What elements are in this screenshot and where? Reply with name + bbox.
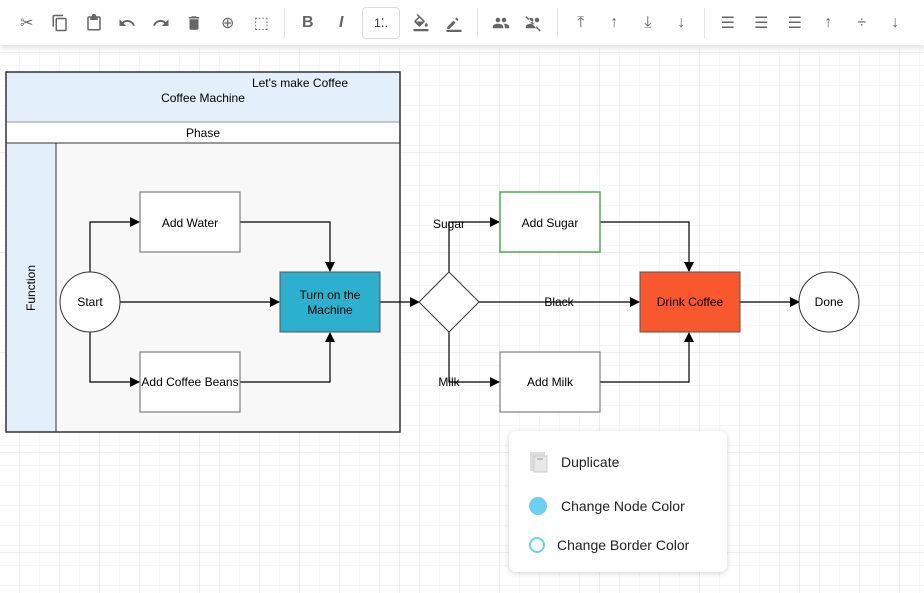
svg-text:Add Coffee Beans: Add Coffee Beans (141, 375, 238, 389)
node-start[interactable]: Start (59, 271, 121, 333)
align-center-icon[interactable]: ☰ (754, 14, 769, 32)
italic-icon[interactable]: I (339, 13, 344, 31)
stroke-color-icon[interactable] (438, 6, 472, 39)
outline-circle-icon (529, 537, 545, 553)
node-done[interactable]: Done (798, 271, 860, 333)
menu-item-change-node-color[interactable]: Change Node Color (529, 497, 685, 515)
lane-label: Function (24, 265, 38, 311)
bold-icon[interactable]: B (301, 13, 314, 31)
align-middle-icon[interactable]: ÷ (857, 13, 867, 31)
fill-color-icon[interactable] (404, 6, 438, 39)
font-size-input[interactable]: 1⁚. (362, 6, 400, 39)
node-add-coffee-beans[interactable]: Add Coffee Beans (139, 351, 241, 413)
send-backward-icon[interactable]: ↓ (677, 13, 686, 31)
node-label-line2: Machine (307, 303, 353, 317)
filled-circle-icon (529, 497, 547, 515)
menu-item-label: Duplicate (561, 454, 620, 470)
diagram-canvas[interactable]: Let's make Coffee Coffee Machine Phase F… (0, 48, 924, 593)
align-bottom-icon[interactable]: ↓ (891, 13, 900, 31)
add-port-icon[interactable]: ⊕ (221, 14, 235, 32)
send-to-back-icon[interactable]: ⤓ (644, 13, 652, 31)
phase-label: Phase (186, 126, 220, 140)
align-right-icon[interactable]: ☰ (787, 14, 802, 32)
ungroup-icon[interactable] (518, 6, 552, 39)
connector[interactable] (240, 221, 335, 272)
label-sugar: Sugar (433, 217, 465, 231)
paste-icon[interactable] (77, 6, 111, 39)
toolbar-separator (284, 7, 285, 38)
copy-icon[interactable] (44, 6, 78, 39)
cut-icon[interactable]: ✂ (20, 14, 34, 32)
toolbar-separator (704, 7, 705, 38)
connector[interactable] (448, 332, 500, 387)
bring-to-front-icon[interactable]: ⤒ (577, 13, 585, 31)
connector[interactable] (240, 332, 335, 383)
label-milk: Milk (438, 375, 460, 389)
bring-forward-icon[interactable]: ↑ (610, 13, 619, 31)
connector[interactable] (89, 217, 140, 272)
align-top-icon[interactable]: ↑ (824, 13, 833, 31)
node-add-milk[interactable]: Add Milk (499, 351, 601, 413)
redo-icon[interactable] (144, 6, 178, 39)
menu-item-label: Change Border Color (557, 537, 690, 553)
node-add-water[interactable]: Add Water (139, 191, 241, 253)
align-left-icon[interactable]: ☰ (720, 14, 735, 32)
connector[interactable] (448, 217, 500, 272)
menu-item-change-border-color[interactable]: Change Border Color (529, 537, 689, 553)
group-icon[interactable] (484, 6, 518, 39)
svg-text:Drink Coffee: Drink Coffee (657, 295, 724, 309)
toolbar-separator (477, 7, 478, 38)
connector[interactable] (600, 221, 694, 272)
swimlane-header: Coffee Machine (161, 91, 245, 105)
menu-item-duplicate[interactable]: Duplicate (529, 451, 619, 473)
svg-text:Start: Start (77, 295, 103, 309)
duplicate-icon (530, 452, 548, 473)
node-drink-coffee[interactable]: Drink Coffee (639, 271, 741, 333)
node-decision[interactable] (418, 271, 480, 333)
node-label: Turn on the (300, 288, 361, 302)
undo-icon[interactable] (111, 6, 145, 39)
svg-text:Add Water: Add Water (162, 216, 218, 230)
svg-text:Add Sugar: Add Sugar (522, 216, 579, 230)
connector[interactable] (600, 332, 694, 383)
select-group-icon[interactable]: ⬚ (253, 14, 269, 32)
swimlane-title: Let's make Coffee (252, 76, 348, 90)
menu-item-label: Change Node Color (561, 498, 685, 514)
connectors (89, 217, 800, 387)
label-black: Black (544, 295, 574, 309)
svg-text:Done: Done (815, 295, 844, 309)
toolbar-separator (557, 7, 558, 38)
connector[interactable] (89, 332, 140, 387)
toolbar: ✂ ⊕ ⬚ B I 1⁚. ⤒ ↑ ⤓ ↓ ☰ ☰ ☰ ↑ ÷ ↓ (0, 0, 924, 45)
svg-text:Add Milk: Add Milk (527, 375, 574, 389)
node-add-sugar[interactable]: Add Sugar (499, 191, 601, 253)
delete-icon[interactable] (178, 6, 212, 39)
context-menu: Duplicate Change Node Color Change Borde… (509, 431, 727, 572)
